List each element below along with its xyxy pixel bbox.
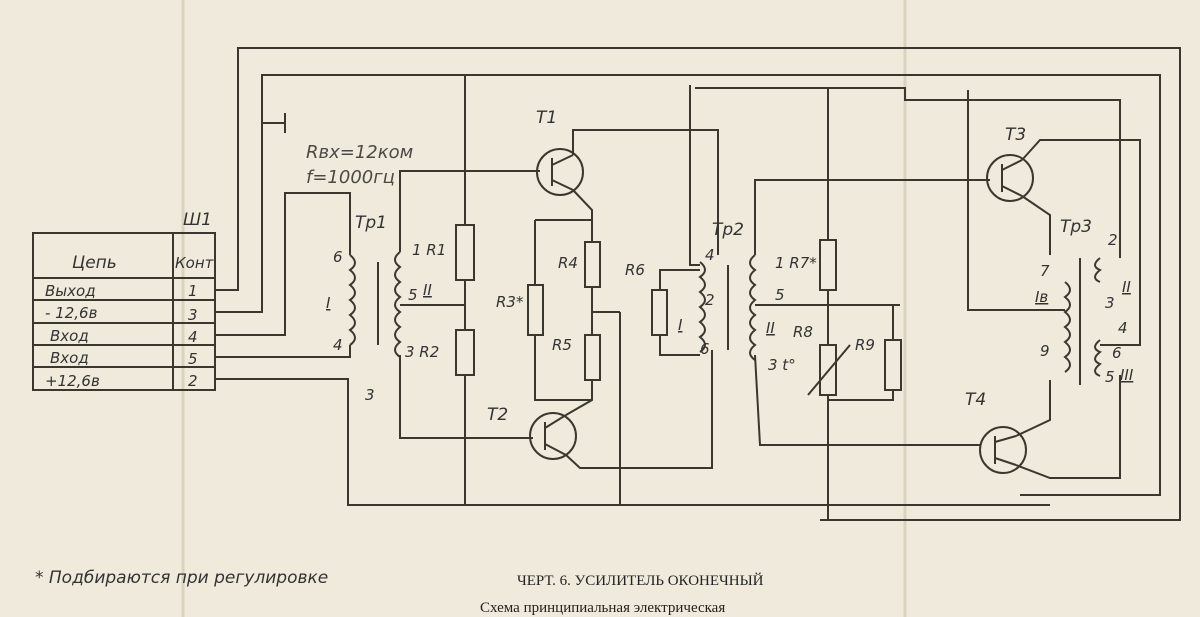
header-contact: Конт. — [175, 254, 218, 272]
row-circuit: - 12,6в — [45, 304, 98, 322]
label-r1: 1 R1 — [412, 241, 446, 259]
row-circuit: Вход — [50, 349, 89, 367]
label-t2: Т2 — [487, 405, 508, 425]
winding-pin: 6 — [700, 340, 710, 358]
row-contact: 1 — [188, 282, 198, 300]
transistor-t3 — [986, 154, 1034, 202]
row-contact: 5 — [188, 350, 198, 368]
winding-number: II — [766, 319, 775, 337]
resistor-r4 — [584, 241, 601, 288]
label-tp2: Тр2 — [712, 220, 744, 240]
adjustment-note: * Подбираются при регулировке — [35, 568, 328, 588]
transistor-t4 — [979, 426, 1027, 474]
transformer-tp1 — [348, 251, 402, 358]
stray-mark: 3 — [365, 386, 375, 404]
label-tp1: Тр1 — [355, 213, 387, 233]
labels: Rвх=12ком f=1000гц 3 Тр1 Тр2 Тр3 Т1 Т2 Т… — [306, 108, 1134, 425]
resistor-r3 — [527, 284, 544, 336]
row-contact: 2 — [188, 372, 198, 390]
winding-number: Iв — [1035, 288, 1048, 306]
resistor-r2 — [455, 329, 475, 376]
transformer-tp2 — [698, 254, 757, 361]
winding-pin: 3 — [1105, 294, 1115, 312]
label-r4: R4 — [558, 254, 578, 272]
drawing-caption: ЧЕРТ. 6. УСИЛИТЕЛЬ ОКОНЕЧНЫЙ — [517, 572, 764, 589]
drawing-subcaption: Схема принципиальная электрическая — [480, 600, 725, 616]
resistor-r9 — [884, 339, 902, 391]
wiring — [215, 47, 1181, 521]
winding-pin: 6 — [333, 248, 343, 266]
header-circuit: Цепь — [72, 253, 117, 273]
winding-number: III — [1120, 366, 1134, 384]
resistor-r5 — [584, 334, 601, 381]
resistor-r7 — [819, 239, 837, 291]
label-r3: R3* — [496, 293, 524, 311]
input-resistance-note: Rвх=12ком — [306, 142, 413, 163]
label-r8: R8 — [793, 323, 813, 341]
winding-pin: 9 — [1040, 342, 1050, 360]
row-contact: 3 — [188, 306, 198, 324]
winding-pin: 4 — [705, 246, 715, 264]
connector-table: Ш1 Цепь Конт. Выход 1 - 12,6в 3 Вход 4 В… — [32, 210, 218, 391]
winding-pin: 4 — [333, 336, 343, 354]
resistor-r6 — [651, 289, 668, 336]
label-t4: Т4 — [965, 390, 986, 410]
resistor-r8 — [819, 344, 837, 396]
winding-number: II — [423, 281, 432, 299]
transistor-t2 — [529, 412, 577, 460]
label-r9: R9 — [855, 336, 875, 354]
label-r5: R5 — [552, 336, 572, 354]
resistor-r1 — [455, 224, 475, 281]
connector-name: Ш1 — [183, 210, 212, 230]
winding-pin: 2 — [705, 291, 715, 309]
label-t1: Т1 — [536, 108, 557, 128]
row-circuit: Выход — [45, 282, 96, 300]
thermistor-mark — [807, 344, 851, 396]
winding-pin: 5 — [1105, 368, 1115, 386]
label-t3: Т3 — [1005, 125, 1026, 145]
label-r7: 1 R7* — [775, 254, 817, 272]
label-tp3: Тр3 — [1060, 217, 1092, 237]
row-circuit: +12,6в — [45, 372, 100, 390]
transistor-t1 — [536, 148, 584, 196]
winding-number: II — [1122, 278, 1131, 296]
label-r8-thermistor: 3 t° — [768, 356, 796, 374]
transistors — [529, 148, 1034, 474]
winding-number: I — [678, 316, 683, 334]
row-circuit: Вход — [50, 327, 89, 345]
row-contact: 4 — [188, 328, 198, 346]
winding-pin: 4 — [1118, 319, 1128, 337]
resistors — [455, 224, 902, 396]
winding-pin: 2 — [1108, 231, 1118, 249]
winding-pin: 5 — [775, 286, 785, 304]
winding-pin: 5 — [408, 286, 418, 304]
frequency-note: f=1000гц — [306, 167, 395, 188]
winding-pin: 6 — [1112, 344, 1122, 362]
transformer-tp3 — [1063, 257, 1102, 385]
winding-pin: 7 — [1040, 262, 1050, 280]
label-r6: R6 — [625, 261, 645, 279]
winding-number: I — [326, 294, 331, 312]
label-r2: 3 R2 — [405, 343, 439, 361]
